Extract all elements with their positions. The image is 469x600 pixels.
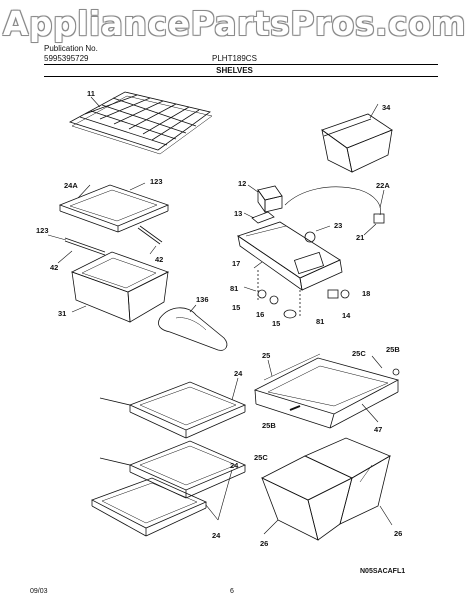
callout-25: 25 <box>262 351 270 360</box>
callout-123-left: 123 <box>36 226 49 235</box>
callout-12: 12 <box>238 179 246 188</box>
callout-24-bottom: 24 <box>212 531 221 540</box>
crisper-drawers-part <box>261 437 393 541</box>
callout-15-left: 15 <box>232 303 240 312</box>
callout-22a: 22A <box>376 181 390 190</box>
callout-47: 47 <box>374 425 382 434</box>
callout-42-right: 42 <box>155 255 163 264</box>
callout-34: 34 <box>382 103 391 112</box>
control-housing-part <box>237 184 385 319</box>
callout-31: 31 <box>58 309 66 318</box>
section-title: SHELVES <box>216 66 253 75</box>
glass-shelves-24-part <box>91 377 247 537</box>
callout-42-left: 42 <box>50 263 58 272</box>
header-rule-bottom <box>44 76 438 77</box>
publication-label: Publication No. <box>44 44 98 53</box>
callout-26-left: 26 <box>260 539 268 548</box>
callout-14: 14 <box>342 311 351 320</box>
footer-date: 09/03 <box>30 588 48 595</box>
callout-24a: 24A <box>64 181 78 190</box>
cover-136-part <box>158 304 228 351</box>
callout-81-right: 81 <box>316 317 324 326</box>
shelf-rail-part <box>47 225 163 264</box>
watermark: AppliancePartsPros.com <box>2 4 467 43</box>
crisper-cover-part <box>253 353 400 429</box>
callout-18: 18 <box>362 289 370 298</box>
dairy-bin-part <box>321 103 393 173</box>
wire-shelf-part <box>68 91 213 155</box>
pan-drawer-part <box>70 251 170 323</box>
callout-11: 11 <box>87 89 95 98</box>
callout-13: 13 <box>234 209 242 218</box>
footer-page-number: 6 <box>230 588 234 595</box>
publication-number: 5995395729 <box>44 54 89 63</box>
callout-15-right: 15 <box>272 319 280 328</box>
callout-25c-left: 25C <box>254 453 268 462</box>
callout-16: 16 <box>256 310 264 319</box>
callout-21: 21 <box>356 233 364 242</box>
callout-26-right: 26 <box>394 529 402 538</box>
callout-24-top: 24 <box>234 369 243 378</box>
glass-shelf-24a-part <box>58 182 170 233</box>
callout-25b-left: 25B <box>262 421 276 430</box>
callout-136: 136 <box>196 295 209 304</box>
callout-24-middle: 24 <box>230 461 239 470</box>
callout-17: 17 <box>232 259 240 268</box>
callout-123-top: 123 <box>150 177 163 186</box>
callout-labels: 11 34 24A 123 123 42 42 31 136 12 22A 13… <box>36 89 402 548</box>
header-rule-top <box>44 64 438 65</box>
callout-23: 23 <box>334 221 342 230</box>
callout-81-left: 81 <box>230 284 238 293</box>
diagram-code: N05SACAFL1 <box>360 568 406 575</box>
callout-25c-right: 25C <box>352 349 366 358</box>
callout-25b-right: 25B <box>386 345 400 354</box>
model-number: PLHT189CS <box>212 54 257 63</box>
